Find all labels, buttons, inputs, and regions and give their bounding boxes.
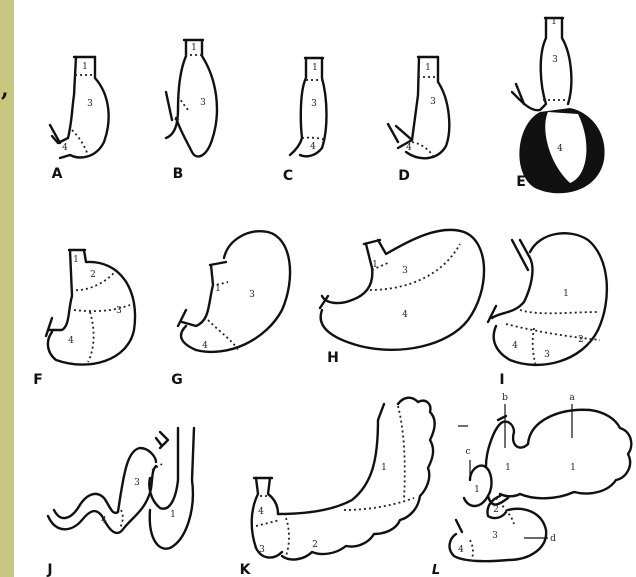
stomach-figure-j: 4 3 1 J xyxy=(46,428,194,577)
region-label: 2 xyxy=(312,540,318,550)
region-label: 3 xyxy=(492,531,498,541)
region-label: 4 xyxy=(258,507,264,517)
region-label: 3 xyxy=(311,99,317,109)
region-label: 3 xyxy=(259,545,265,555)
figure-label: A xyxy=(52,166,63,182)
stomach-figure-f: 1 2 3 4 F xyxy=(33,250,135,388)
region-label: 1 xyxy=(82,62,88,72)
figure-label: J xyxy=(46,562,52,577)
region-label: 2 xyxy=(90,270,96,280)
region-label: 1 xyxy=(372,260,378,270)
region-label: 3 xyxy=(430,97,436,107)
stomach-figure-c: 1 3 4 C xyxy=(283,58,327,184)
stomach-figure-d: 1 3 4 D xyxy=(388,57,449,184)
region-label: 3 xyxy=(200,98,206,108)
figure-label: F xyxy=(33,372,43,388)
figure-label: H xyxy=(327,350,339,366)
region-label: 2 xyxy=(493,505,499,515)
region-label: 4 xyxy=(458,545,464,555)
region-label: 3 xyxy=(402,266,408,276)
region-label: 1 xyxy=(215,284,221,294)
region-label: 1 xyxy=(474,485,480,495)
letter-label: d xyxy=(550,534,556,544)
stomach-figure-k: 4 3 2 1 K xyxy=(240,398,435,577)
region-label: 1 xyxy=(312,63,318,73)
figure-label: C xyxy=(283,168,293,184)
region-label: 3 xyxy=(116,306,122,316)
stomach-figure-l: b a c d 1 1 1 2 3 4 L xyxy=(432,393,631,577)
region-label: 1 xyxy=(170,510,176,520)
letter-label: c xyxy=(465,447,470,457)
region-label: 3 xyxy=(544,350,550,360)
region-label: 3 xyxy=(249,290,255,300)
figure-label: K xyxy=(240,562,252,577)
region-label: 1 xyxy=(551,17,557,27)
figure-label: B xyxy=(173,166,184,182)
region-label: 1 xyxy=(570,463,576,473)
region-label: 2 xyxy=(578,335,584,345)
stomach-figure-h: 1 3 4 H xyxy=(320,230,484,366)
region-label: 3 xyxy=(87,99,93,109)
region-label: 4 xyxy=(68,336,74,346)
region-label: 4 xyxy=(512,341,518,351)
region-label: 1 xyxy=(381,463,387,473)
region-label: 4 xyxy=(62,143,68,153)
letter-label: a xyxy=(569,393,575,403)
stomach-figure-i: 1 2 3 4 I xyxy=(488,233,607,388)
region-label: 1 xyxy=(191,43,197,53)
region-label: 3 xyxy=(134,478,140,488)
figure-label: L xyxy=(432,563,440,577)
region-label: 3 xyxy=(552,55,558,65)
region-label: 1 xyxy=(505,463,511,473)
region-label: 4 xyxy=(557,144,563,154)
stomach-figure-a: 1 3 4 A xyxy=(50,57,109,182)
figure-label: E xyxy=(516,174,526,190)
region-label: 4 xyxy=(174,115,180,125)
figure-label: I xyxy=(499,372,504,388)
letter-label: b xyxy=(502,393,508,403)
region-label: 4 xyxy=(202,341,208,351)
region-label: 4 xyxy=(101,516,107,526)
region-label: 1 xyxy=(73,255,79,265)
region-label: 1 xyxy=(563,289,569,299)
stomach-figure-e: 1 3 4 E xyxy=(512,17,605,193)
region-label: 1 xyxy=(425,63,431,73)
region-label: 4 xyxy=(406,143,412,153)
figure-label: D xyxy=(398,168,410,184)
stomach-figure-g: 1 3 4 G xyxy=(171,231,290,388)
figure-label: G xyxy=(171,372,183,388)
region-label: 4 xyxy=(402,310,408,320)
stomach-figure-b: 1 3 4 B xyxy=(166,40,217,182)
region-label: 4 xyxy=(310,142,316,152)
